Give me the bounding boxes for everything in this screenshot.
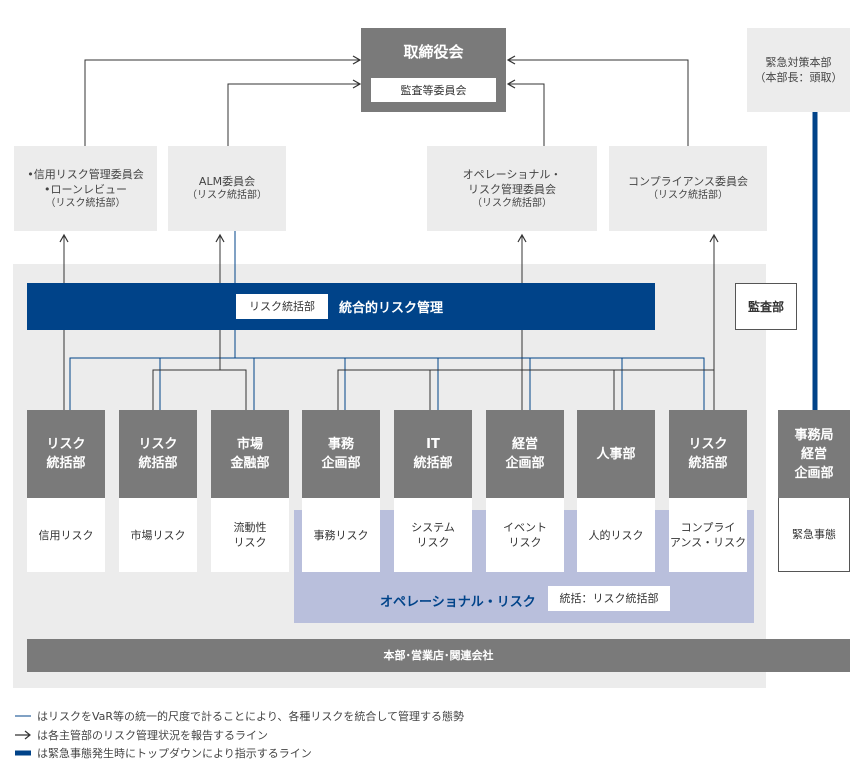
thick-line-icon bbox=[15, 750, 31, 756]
report-arrow-alm bbox=[227, 79, 362, 146]
department-name: 企画部 bbox=[321, 456, 361, 471]
board-title: 取締役会 bbox=[403, 42, 464, 61]
committee-alm: ALM委員会 （リスク統括部） bbox=[168, 146, 286, 231]
audit-committee: 監査等委員会 bbox=[371, 78, 496, 102]
department-box: リスク 統括部 bbox=[27, 410, 105, 498]
risk-box: 流動性 リスク bbox=[211, 498, 289, 572]
emergency-hq-sub: （本部長：頭取） bbox=[754, 71, 843, 84]
risk-name: 市場リスク bbox=[130, 528, 186, 542]
committee-line: （リスク統括部） bbox=[45, 197, 126, 209]
risk-name: 緊急事態 bbox=[792, 528, 836, 541]
committee-line: •ローンレビュー bbox=[44, 182, 127, 196]
department-box: リスク 統括部 bbox=[119, 410, 197, 498]
department-name: 統括部 bbox=[688, 456, 728, 471]
committee-compliance: コンプライアンス委員会 （リスク統括部） bbox=[609, 146, 767, 231]
risk-name: 信用リスク bbox=[38, 528, 94, 542]
department-box: 事務 企画部 bbox=[302, 410, 380, 498]
risk-name: 人的リスク bbox=[588, 528, 644, 542]
legend-text: は緊急事態発生時にトップダウンにより指示するライン bbox=[37, 747, 312, 760]
bottom-bar: 本部･営業店･関連会社 bbox=[27, 639, 850, 672]
risk-box: コンプライ アンス・リスク bbox=[669, 498, 747, 572]
risk-name: 事務リスク bbox=[313, 528, 369, 542]
department-name: リスク bbox=[138, 437, 178, 452]
committee-line: （リスク統括部） bbox=[187, 190, 267, 201]
risk-name: 流動性 bbox=[233, 521, 267, 534]
risk-box: システム リスク bbox=[394, 498, 472, 572]
board-of-directors: 取締役会 監査等委員会 bbox=[361, 28, 506, 112]
department-box: 人事部 bbox=[577, 410, 655, 498]
committee-credit-risk: •信用リスク管理委員会 •ローンレビュー （リスク統括部） bbox=[14, 146, 157, 231]
arrow-right-icon bbox=[15, 730, 31, 740]
emergency-risk-box: 緊急事態 bbox=[778, 498, 850, 572]
risk-box: イベント リスク bbox=[486, 498, 564, 572]
legend-emergency: は緊急事態発生時にトップダウンにより指示するライン bbox=[15, 745, 312, 761]
department-name: 統括部 bbox=[46, 456, 86, 471]
risk-name: リスク bbox=[508, 536, 542, 549]
department-name: リスク bbox=[46, 437, 86, 452]
integrated-dept-label: リスク統括部 bbox=[236, 294, 328, 319]
legend-integrated: はリスクをVaR等の統一的尺度で計ることにより、各種リスクを統合して管理する態勢 bbox=[15, 708, 464, 724]
risk-name: リスク bbox=[416, 536, 450, 549]
committee-line: （リスク統括部） bbox=[648, 190, 728, 201]
risk-name: リスク bbox=[233, 536, 267, 549]
department-box: 市場 金融部 bbox=[211, 410, 289, 498]
report-arrow-compliance bbox=[506, 55, 689, 146]
department-box: 経営 企画部 bbox=[486, 410, 564, 498]
committee-line: ALM委員会 bbox=[198, 175, 256, 188]
department-name: 統括部 bbox=[413, 456, 453, 471]
committee-line: （リスク統括部） bbox=[472, 197, 552, 209]
committee-line: コンプライアンス委員会 bbox=[627, 175, 748, 188]
integrated-risk-management-bar: リスク統括部 統合的リスク管理 bbox=[27, 283, 655, 330]
department-name: 事務局 bbox=[794, 427, 834, 443]
department-name: 市場 bbox=[236, 437, 263, 452]
operational-risk-tag: 統括：リスク統括部 bbox=[548, 586, 670, 611]
department-name: 企画部 bbox=[794, 465, 834, 481]
risk-box: 事務リスク bbox=[302, 498, 380, 572]
risk-name: イベント bbox=[503, 521, 547, 534]
committee-operational-risk: オペレーショナル・ リスク管理委員会 （リスク統括部） bbox=[427, 146, 597, 231]
department-box: IT 統括部 bbox=[394, 410, 472, 498]
committee-line: オペレーショナル・ bbox=[462, 167, 562, 181]
risk-name: システム bbox=[411, 521, 455, 534]
integrated-title: 統合的リスク管理 bbox=[339, 301, 444, 316]
risk-name: コンプライ bbox=[680, 521, 736, 534]
legend-text: はリスクをVaR等の統一的尺度で計ることにより、各種リスクを統合して管理する態勢 bbox=[37, 710, 465, 723]
department-name: リスク bbox=[688, 437, 728, 452]
risk-box: 人的リスク bbox=[577, 498, 655, 572]
department-name: 金融部 bbox=[230, 456, 270, 471]
report-arrow-credit bbox=[84, 55, 362, 146]
department-name: IT bbox=[426, 437, 440, 452]
committee-line: リスク管理委員会 bbox=[468, 182, 556, 196]
emergency-headquarters: 緊急対策本部 （本部長：頭取） bbox=[747, 28, 850, 112]
risk-name: アンス・リスク bbox=[669, 536, 747, 549]
department-name: 経営 bbox=[800, 446, 827, 462]
legend-text: は各主管部のリスク管理状況を報告するライン bbox=[37, 729, 268, 742]
operational-risk-title: オペレーショナル・リスク bbox=[380, 595, 536, 610]
department-name: 人事部 bbox=[596, 446, 636, 462]
department-box: リスク 統括部 bbox=[669, 410, 747, 498]
audit-department: 監査部 bbox=[735, 283, 797, 330]
department-name: 企画部 bbox=[505, 456, 545, 471]
emergency-department: 事務局 経営 企画部 bbox=[778, 410, 850, 498]
committee-line: •信用リスク管理委員会 bbox=[27, 167, 144, 181]
report-arrow-operational bbox=[506, 79, 545, 146]
emergency-hq-title: 緊急対策本部 bbox=[765, 56, 832, 69]
risk-box: 信用リスク bbox=[27, 498, 105, 572]
department-name: 統括部 bbox=[138, 456, 178, 471]
legend-report: は各主管部のリスク管理状況を報告するライン bbox=[15, 727, 268, 743]
risk-box: 市場リスク bbox=[119, 498, 197, 572]
department-name: 事務 bbox=[327, 437, 354, 452]
thin-line-icon bbox=[15, 715, 31, 717]
department-name: 経営 bbox=[511, 437, 538, 452]
